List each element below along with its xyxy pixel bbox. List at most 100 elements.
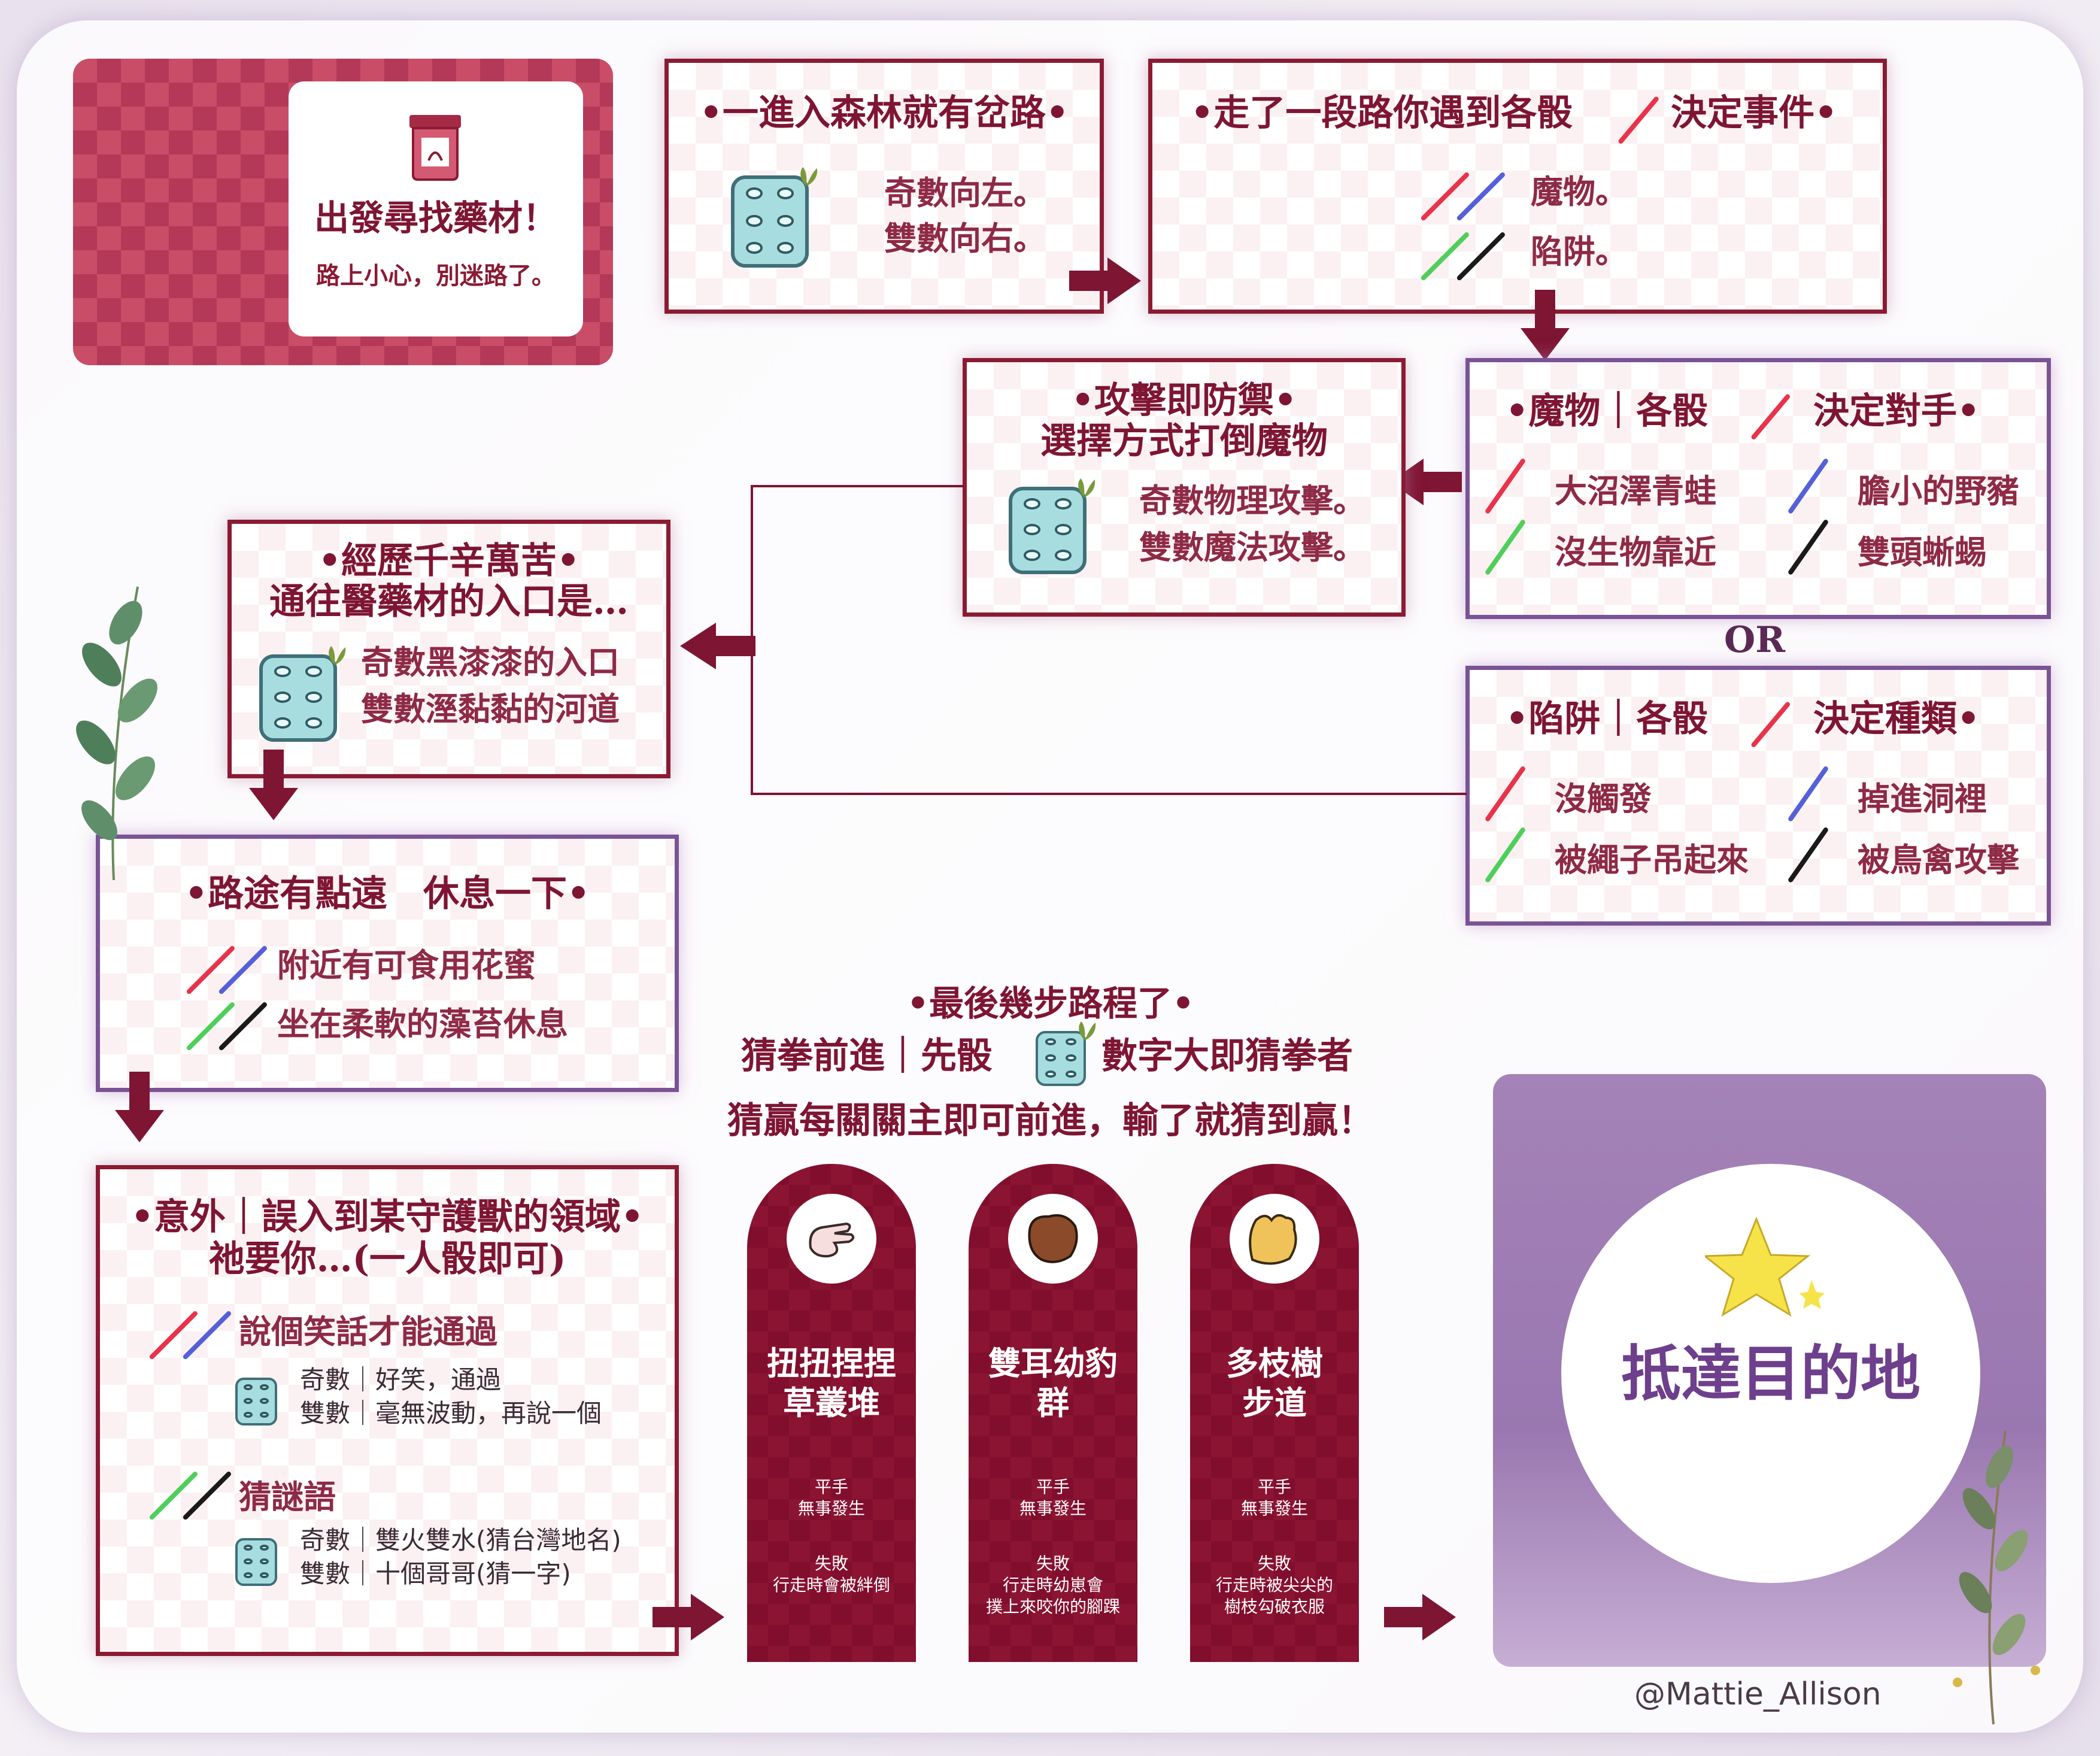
monster-black: 雙頭蜥蜴 xyxy=(1858,533,1987,571)
final-line1-a: 猜拳前進｜先骰 xyxy=(741,1035,993,1077)
stone-lose: 失敗 xyxy=(1257,1554,1291,1573)
needle-icon xyxy=(1787,765,1829,823)
entrance-title-1: •經歷千辛萬苦• xyxy=(318,540,580,582)
connector-line xyxy=(751,793,1467,795)
joke-odd: 奇數｜好笑，通過 xyxy=(300,1365,502,1394)
riddle-odd: 奇數｜雙火雙水(猜台灣地名) xyxy=(300,1525,621,1555)
stone-lose-1: 行走時幼崽會 xyxy=(1002,1575,1103,1595)
arrow-down-icon xyxy=(115,1072,164,1142)
trap-blue: 掉進洞裡 xyxy=(1858,780,1987,818)
rest-moss: 坐在柔軟的藻苔休息 xyxy=(277,1005,568,1043)
needle-icon xyxy=(1484,826,1527,884)
entrance-even: 雙數溼黏黏的河道 xyxy=(361,690,620,728)
needle-icon xyxy=(1750,700,1791,748)
entrance-box: •經歷千辛萬苦• 通往醫藥材的入口是… 奇數黑漆漆的入口 雙數溼黏黏的河道 xyxy=(227,520,670,778)
final-line1: 猜拳前進｜先骰 數字大即猜拳者 xyxy=(688,1021,1413,1086)
trap-title-b: 決定種類• xyxy=(1813,698,1980,740)
stone-name-1: 扭扭捏捏 xyxy=(767,1344,896,1382)
joke-title: 說個笑話才能通過 xyxy=(239,1312,497,1351)
stone-name-1: 雙耳幼豹 xyxy=(988,1344,1118,1382)
stage-trail: 多枝樹 步道 平手 無事發生 失敗 行走時被尖尖的 樹枝勾破衣服 xyxy=(1190,1164,1359,1662)
accident-box: •意外｜誤入到某守護獸的領域• 祂要你…(一人骰即可) 說個笑話才能通過 奇數｜… xyxy=(96,1165,679,1656)
arrow-right-icon xyxy=(1384,1594,1456,1640)
entrance-title-2: 通往醫藥材的入口是… xyxy=(269,581,629,623)
start-card: 出發尋找藥材！ 路上小心，別迷路了。 xyxy=(289,81,583,336)
final-line2: 猜贏每關關主即可前進，輸了就猜到贏！ xyxy=(727,1100,1374,1142)
needle-icon xyxy=(1617,95,1660,145)
start-title: 出發尋找藥材！ xyxy=(314,198,557,238)
stone-tie-result: 無事發生 xyxy=(1019,1499,1087,1518)
leaf-branch-icon xyxy=(76,586,157,881)
trap-box: •陷阱｜各骰 決定種類• 沒觸發 掉進洞裡 被繩子吊起來 被鳥禽攻擊 xyxy=(1465,666,2051,926)
start-subtitle: 路上小心，別迷路了。 xyxy=(316,262,556,290)
fork-box: •一進入森林就有岔路• 奇數向左。 雙數向右。 xyxy=(664,59,1104,314)
arrow-right-icon xyxy=(1069,257,1141,304)
entrance-odd: 奇數黑漆漆的入口 xyxy=(361,643,620,681)
stone-tie: 平手 xyxy=(1257,1477,1291,1497)
rest-nectar: 附近有可食用花蜜 xyxy=(277,946,536,984)
stone-lose-1: 行走時會被絆倒 xyxy=(772,1575,890,1595)
arrow-down-icon xyxy=(1521,290,1570,360)
trap-green: 被繩子吊起來 xyxy=(1555,841,1749,879)
riddle-title: 猜謎語 xyxy=(239,1478,336,1516)
needle-icon xyxy=(1787,457,1829,515)
event-box: •走了一段路你遇到各骰 決定事件• 魔物。 陷阱。 xyxy=(1148,59,1887,314)
star-icon xyxy=(1705,1216,1825,1317)
attack-box: •攻擊即防禦• 選擇方式打倒魔物 奇數物理攻擊。 雙數魔法攻擊。 xyxy=(963,358,1406,617)
connector-line xyxy=(751,485,964,487)
stone-name-2: 群 xyxy=(1037,1384,1069,1422)
or-label: OR xyxy=(1724,619,1786,661)
trap-black: 被鳥禽攻擊 xyxy=(1858,841,2019,879)
stone-name-2: 步道 xyxy=(1242,1384,1307,1422)
monster-title-b: 決定對手• xyxy=(1813,390,1980,432)
monster-box: •魔物｜各骰 決定對手• 大沼澤青蛙 膽小的野豬 沒生物靠近 雙頭蜥蜴 xyxy=(1465,358,2051,619)
stone-tie: 平手 xyxy=(1036,1477,1070,1497)
monster-blue: 膽小的野豬 xyxy=(1858,472,2019,510)
dice-icon xyxy=(1009,478,1095,574)
rest-title: •路途有點遠 休息一下• xyxy=(184,873,590,915)
arrow-left-icon xyxy=(680,623,755,669)
dice-icon xyxy=(235,1538,277,1586)
stone-name-2: 草叢堆 xyxy=(783,1384,880,1422)
fork-even: 雙數向右。 xyxy=(884,219,1046,257)
stone-tie-result: 無事發生 xyxy=(797,1499,865,1518)
fork-odd: 奇數向左。 xyxy=(884,174,1046,212)
start-panel: 出發尋找藥材！ 路上小心，別迷路了。 xyxy=(73,59,613,365)
stone-lose-2: 樹枝勾破衣服 xyxy=(1224,1597,1325,1617)
stone-name-1: 多枝樹 xyxy=(1226,1344,1323,1382)
final-title: •最後幾步路程了• xyxy=(906,983,1195,1024)
dice-icon xyxy=(235,1378,277,1426)
accident-title-1: •意外｜誤入到某守護獸的領域• xyxy=(131,1196,644,1238)
destination-panel: 抵達目的地 xyxy=(1493,1074,2046,1667)
credit: @Mattie_Allison xyxy=(1634,1676,1881,1712)
fork-title: •一進入森林就有岔路• xyxy=(699,92,1069,134)
monster-title-a: •魔物｜各骰 xyxy=(1506,390,1708,432)
needle-icon xyxy=(1484,765,1527,823)
riddle-even: 雙數｜十個哥哥(猜一字) xyxy=(300,1559,571,1588)
stone-tie-result: 無事發生 xyxy=(1240,1499,1308,1518)
trap-title-a: •陷阱｜各骰 xyxy=(1506,698,1708,740)
joke-even: 雙數｜毫無波動，再說一個 xyxy=(300,1399,602,1428)
needle-icon xyxy=(1484,518,1527,576)
attack-title-2: 選擇方式打倒魔物 xyxy=(1040,420,1328,462)
stone-lose: 失敗 xyxy=(814,1554,848,1573)
arrow-left-icon xyxy=(1390,459,1462,505)
leaf-branch-icon xyxy=(1953,1430,2040,1725)
scissors-hand-icon xyxy=(787,1194,876,1284)
attack-title-1: •攻擊即防禦• xyxy=(1071,380,1297,421)
trap-red: 沒觸發 xyxy=(1555,780,1652,818)
stone-lose-1: 行走時被尖尖的 xyxy=(1215,1575,1333,1595)
accident-title-2: 祂要你…(一人骰即可) xyxy=(208,1238,566,1280)
event-trap: 陷阱。 xyxy=(1531,232,1628,271)
needle-icon xyxy=(1787,518,1829,576)
stone-lose: 失敗 xyxy=(1036,1554,1070,1573)
event-title-start: •走了一段路你遇到各骰 xyxy=(1191,92,1573,134)
needle-icon xyxy=(1484,457,1527,515)
rest-box: •路途有點遠 休息一下• 附近有可食用花蜜 坐在柔軟的藻苔休息 xyxy=(96,835,679,1092)
dice-icon xyxy=(731,167,818,268)
needle-icon xyxy=(1787,826,1829,884)
stone-tie: 平手 xyxy=(814,1477,848,1497)
destination-text: 抵達目的地 xyxy=(1621,1338,1920,1409)
monster-green: 沒生物靠近 xyxy=(1555,533,1716,571)
